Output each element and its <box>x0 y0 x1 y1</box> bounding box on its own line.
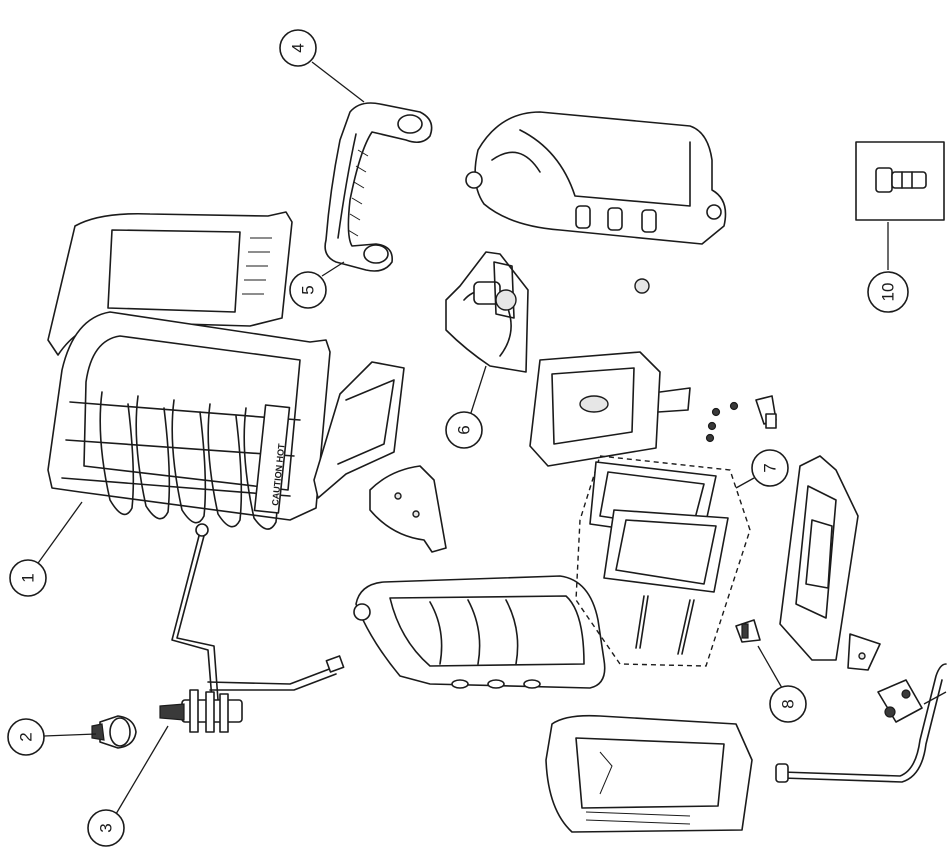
svg-text:3: 3 <box>97 823 116 832</box>
callout-8: 8 <box>769 685 807 723</box>
part-7-filter-kit <box>575 455 751 667</box>
part-10-inset <box>855 141 945 221</box>
callout-3: 3 <box>87 809 125 847</box>
reflector-plate <box>313 361 405 499</box>
cylinder-housing <box>529 351 691 467</box>
svg-text:2: 2 <box>17 732 36 741</box>
svg-text:6: 6 <box>455 425 474 434</box>
callout-5: 5 <box>289 271 327 309</box>
wire-guard-bars <box>61 391 301 530</box>
deflector-plate <box>369 465 447 553</box>
callout-2: 2 <box>7 718 45 756</box>
upper-shroud <box>465 111 727 294</box>
svg-text:8: 8 <box>779 699 798 708</box>
gas-hose-assembly <box>775 663 947 783</box>
svg-text:5: 5 <box>299 285 318 294</box>
callout-6: 6 <box>445 411 483 449</box>
part-4-5-carry-handle <box>324 102 433 272</box>
svg-text:1: 1 <box>19 573 38 582</box>
side-panel <box>779 455 859 661</box>
svg-text:4: 4 <box>289 43 308 52</box>
part-8-igniter <box>735 619 761 643</box>
part-3-gas-valve <box>159 523 345 733</box>
callout-4: 4 <box>279 29 317 67</box>
callout-10: 10 <box>867 271 909 313</box>
svg-text:10: 10 <box>879 283 898 302</box>
bracket-right <box>847 633 881 671</box>
base-housing <box>353 575 606 689</box>
part-6-burner-assembly <box>445 251 529 373</box>
leader-lines <box>35 61 947 815</box>
callout-7: 7 <box>751 449 789 487</box>
svg-text:7: 7 <box>761 463 780 472</box>
screws <box>705 401 739 443</box>
part-1-guard-assembly: CAUTION HOT <box>47 211 331 530</box>
callout-1: 1 <box>9 559 47 597</box>
clip-part <box>755 395 777 429</box>
part-2-control-knob <box>91 715 137 749</box>
lower-front-panel <box>545 714 753 833</box>
